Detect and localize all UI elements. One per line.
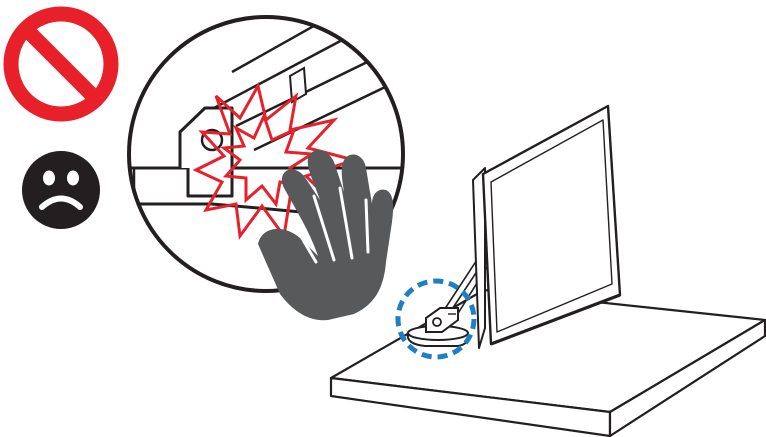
prohibition-icon	[11, 14, 111, 114]
sad-face-icon	[22, 151, 100, 229]
